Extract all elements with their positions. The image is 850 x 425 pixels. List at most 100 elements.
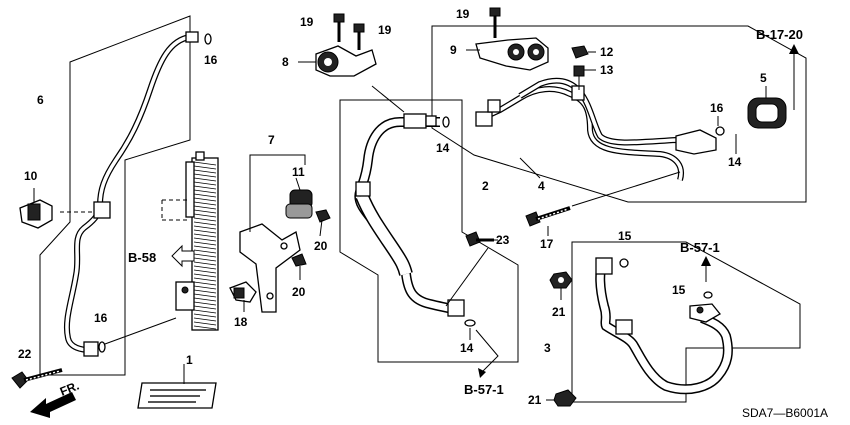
callout-20-lower: 20 <box>292 285 306 299</box>
part-6-pipe <box>63 31 212 357</box>
condenser-fin <box>193 265 217 270</box>
callout-14-middle: 14 <box>436 141 450 155</box>
condenser-fin <box>193 277 217 282</box>
callout-12: 12 <box>600 45 614 59</box>
diagram-code: SDA7—B6001A <box>742 406 828 420</box>
condenser-fin <box>193 233 217 238</box>
condenser <box>175 151 219 331</box>
callout-19-left: 19 <box>300 15 314 29</box>
condenser-fin <box>193 249 217 254</box>
part-2-hose <box>354 113 476 327</box>
callout-16-right: 16 <box>710 101 724 115</box>
callout-19-middle: 19 <box>378 23 392 37</box>
condenser-fin <box>193 309 217 314</box>
callout-8: 8 <box>282 55 289 69</box>
part-9-clamp <box>466 37 549 71</box>
condenser-fin <box>193 197 217 202</box>
front-direction-arrow: FR. <box>30 379 81 418</box>
group-outline-4 <box>431 25 807 203</box>
callout-5: 5 <box>760 71 767 85</box>
part-1-label-plate <box>137 364 217 409</box>
condenser-fin <box>193 261 217 266</box>
callout-10: 10 <box>24 169 38 183</box>
callout-20-upper: 20 <box>314 239 328 253</box>
group-outline-3 <box>571 241 801 403</box>
b57-1-bottom-arrow-line <box>475 329 499 373</box>
callout-13: 13 <box>600 63 614 77</box>
part-8-clamp <box>298 45 377 77</box>
callout-23: 23 <box>496 233 510 247</box>
condenser-fin <box>193 281 217 286</box>
condenser-fin <box>193 165 217 170</box>
part-23-leader <box>445 247 489 307</box>
reference-b58: B-58 <box>128 250 156 265</box>
condenser-fin <box>193 185 217 190</box>
direction-label: FR. <box>58 379 81 399</box>
part-8-leader <box>371 85 405 113</box>
part-21-nuts <box>546 271 577 407</box>
callout-2: 2 <box>482 179 489 193</box>
callout-15-upper: 15 <box>618 229 632 243</box>
condenser-fin <box>193 313 217 318</box>
callout-21-lower: 21 <box>528 393 542 407</box>
callout-17: 17 <box>540 237 554 251</box>
condenser-fin <box>193 321 217 326</box>
callout-22: 22 <box>18 347 32 361</box>
part-5-grommet <box>747 86 787 129</box>
b57-1-bottom-arrowhead <box>478 368 486 378</box>
part-17-bolt <box>525 206 571 236</box>
condenser-fin <box>193 269 217 274</box>
condenser-fin <box>193 205 217 210</box>
part-17-leader <box>571 171 681 207</box>
b17-20-arrowhead <box>789 44 799 54</box>
callout-4: 4 <box>538 179 545 193</box>
condenser-fin <box>193 229 217 234</box>
part-4-pipe <box>475 77 725 181</box>
part-10-clamp <box>19 188 53 229</box>
part-3-hose <box>595 257 733 395</box>
reference-b57-1-bottom: B-57-1 <box>464 382 504 397</box>
reference-b57-1-right: B-57-1 <box>680 240 720 255</box>
condenser-fin <box>193 193 217 198</box>
part-22-bolt <box>11 368 63 389</box>
condenser-fin <box>193 241 217 246</box>
callout-6: 6 <box>37 93 44 107</box>
condenser-leaders <box>60 199 188 349</box>
callout-16-left: 16 <box>94 311 108 325</box>
condenser-fin <box>193 317 217 322</box>
condenser-fin <box>193 213 217 218</box>
condenser-fin <box>193 173 217 178</box>
condenser-fin <box>193 201 217 206</box>
group-outline-2 <box>339 99 519 363</box>
callout-11: 11 <box>292 165 305 179</box>
callout-3: 3 <box>544 341 551 355</box>
group-bracket-7 <box>249 154 306 165</box>
condenser-fin <box>193 189 217 194</box>
condenser-fin <box>193 225 217 230</box>
part-23-bolt <box>465 231 498 247</box>
condenser-fin <box>193 305 217 310</box>
condenser-fin <box>193 285 217 290</box>
part-20-bolts <box>291 209 331 280</box>
callout-21-upper: 21 <box>552 305 566 319</box>
condenser-fin <box>193 297 217 302</box>
condenser-fin <box>193 169 217 174</box>
condenser-fin <box>193 257 217 262</box>
part-4-leader <box>519 157 541 179</box>
callout-1: 1 <box>186 353 193 367</box>
part-19-bolts-middle <box>333 13 365 50</box>
condenser-fin <box>193 273 217 278</box>
condenser-fin <box>193 253 217 258</box>
callout-18: 18 <box>234 315 248 329</box>
condenser-fin <box>193 301 217 306</box>
part-12-nut <box>571 45 596 59</box>
part-11-pressure-switch <box>285 177 313 219</box>
condenser-fin <box>193 177 217 182</box>
callout-15-lower: 15 <box>672 283 686 297</box>
part-19-bolt-right <box>489 7 501 38</box>
part-7-bracket <box>239 165 301 313</box>
reference-b17-20: B-17-20 <box>756 27 803 42</box>
callout-7: 7 <box>268 133 275 147</box>
condenser-fin <box>193 293 217 298</box>
